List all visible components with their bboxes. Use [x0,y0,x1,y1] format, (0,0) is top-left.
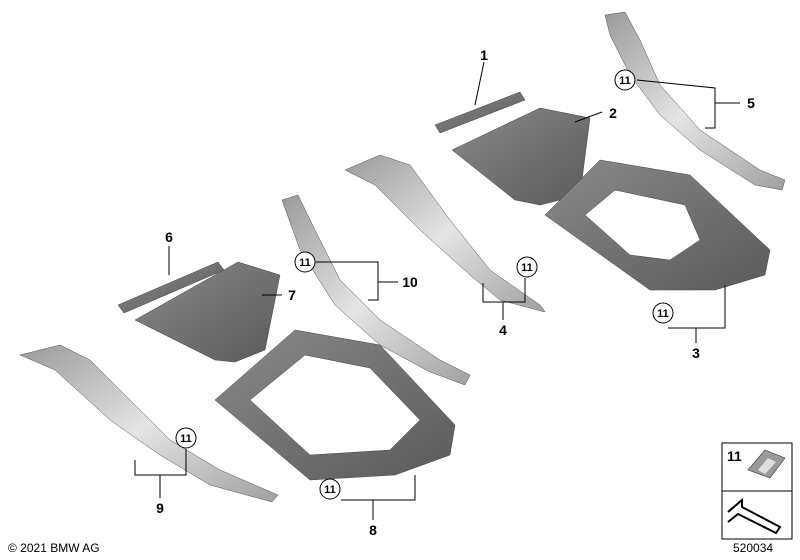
arrow-icon [727,497,782,535]
part-9-trim[interactable] [19,344,279,503]
legend-clip-number: 11 [727,448,742,464]
part-1-strip[interactable] [434,91,526,134]
part-7-panel[interactable] [134,261,281,363]
part-label-9: 9 [156,500,164,516]
diagram-id: 520034 [733,541,774,555]
part-label-4: 4 [499,322,507,338]
part-label-2: 2 [609,105,617,121]
clip-callout: 11 [657,308,669,320]
part-label-10: 10 [402,274,418,290]
clip-callout: 11 [521,262,533,274]
part-label-6: 6 [165,229,173,245]
leader-lines [134,61,740,520]
part-label-7: 7 [288,287,296,303]
clip-callout: 11 [299,257,311,269]
clip-callout: 11 [619,75,631,87]
part-3-console-frame[interactable] [544,159,771,291]
part-label-1: 1 [480,47,488,63]
part-label-3: 3 [692,345,700,361]
clip-callout: 11 [324,484,336,496]
clip-icon [747,449,786,479]
part-4-trim[interactable] [344,154,546,313]
legend-box: 11 [721,442,793,540]
copyright: © 2021 BMW AG [8,541,100,555]
part-5-rail[interactable] [604,11,786,191]
clip-callout: 11 [180,433,192,445]
part-10-rail[interactable] [281,194,471,386]
clip-callouts: 11 11 11 11 11 11 [175,69,674,500]
part-label-5: 5 [747,95,755,111]
part-8-console-frame[interactable] [214,329,456,481]
part-label-8: 8 [369,522,377,538]
